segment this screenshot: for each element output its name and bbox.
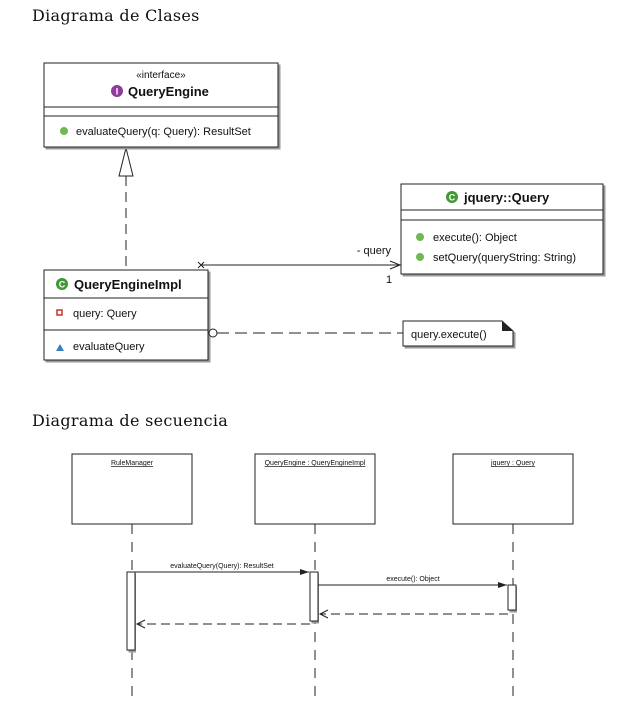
- jquery-query-class[interactable]: C jquery::Query execute(): Object setQue…: [400, 183, 604, 275]
- class-diagram-heading: Diagrama de Clases: [32, 6, 200, 25]
- query-attribute: query: Query: [73, 308, 137, 320]
- execute-method: execute(): Object: [433, 232, 517, 244]
- public-method-icon: [416, 233, 424, 241]
- public-method-icon: [60, 127, 68, 135]
- query-engine-impl-method: evaluateQuery: [73, 341, 145, 353]
- set-query-method: setQuery(queryString: String): [433, 252, 576, 264]
- jquery-query-name: jquery::Query: [463, 190, 550, 205]
- private-attribute-icon: [56, 309, 63, 316]
- class-badge-icon: [56, 278, 68, 290]
- interface-badge-letter: I: [116, 87, 119, 97]
- association-connector: - query 1: [197, 245, 402, 286]
- association-role: - query: [357, 245, 392, 257]
- note[interactable]: query.execute(): [402, 320, 514, 347]
- query-engine-name: QueryEngine: [128, 84, 209, 99]
- class-badge-letter: C: [449, 193, 456, 203]
- note-text: query.execute(): [411, 329, 487, 341]
- rule-manager-activation: [126, 571, 136, 651]
- interface-badge-icon: [111, 85, 123, 97]
- realization-connector: [118, 147, 134, 270]
- return-message-execute: [318, 609, 508, 619]
- class-badge-icon: [446, 191, 458, 203]
- participant-label: RuleManager: [111, 460, 154, 467]
- participant-query-engine[interactable]: QueryEngine : QueryEngineImpl: [254, 453, 376, 525]
- protected-method-icon: [56, 344, 64, 351]
- jquery-activation: [507, 584, 517, 611]
- query-engine-impl-class[interactable]: C QueryEngineImpl query: Query evaluateQ…: [43, 269, 209, 361]
- query-engine-impl-name: QueryEngineImpl: [74, 277, 182, 292]
- sequence-diagram-heading: Diagrama de secuencia: [32, 411, 229, 430]
- message-label: execute(): Object: [386, 576, 439, 583]
- participant-jquery[interactable]: jquery : Query: [452, 453, 574, 525]
- query-engine-activation: [309, 571, 319, 622]
- class-badge-letter: C: [59, 280, 66, 290]
- association-multiplicity: 1: [386, 274, 392, 286]
- query-engine-method: evaluateQuery(q: Query): ResultSet: [76, 126, 251, 138]
- participant-label: QueryEngine : QueryEngineImpl: [265, 460, 366, 467]
- message-label: evaluateQuery(Query): ResultSet: [170, 563, 274, 570]
- query-engine-interface[interactable]: «interface» I QueryEngine evaluateQuery(…: [43, 62, 279, 148]
- message-execute: execute(): Object: [318, 576, 507, 588]
- interface-stereotype: «interface»: [136, 70, 186, 81]
- participant-rule-manager[interactable]: RuleManager: [71, 453, 193, 525]
- return-message-evaluate-query: [135, 619, 310, 629]
- note-connector: [208, 328, 403, 338]
- message-evaluate-query: evaluateQuery(Query): ResultSet: [135, 563, 309, 575]
- public-method-icon: [416, 253, 424, 261]
- participant-label: jquery : Query: [490, 460, 535, 467]
